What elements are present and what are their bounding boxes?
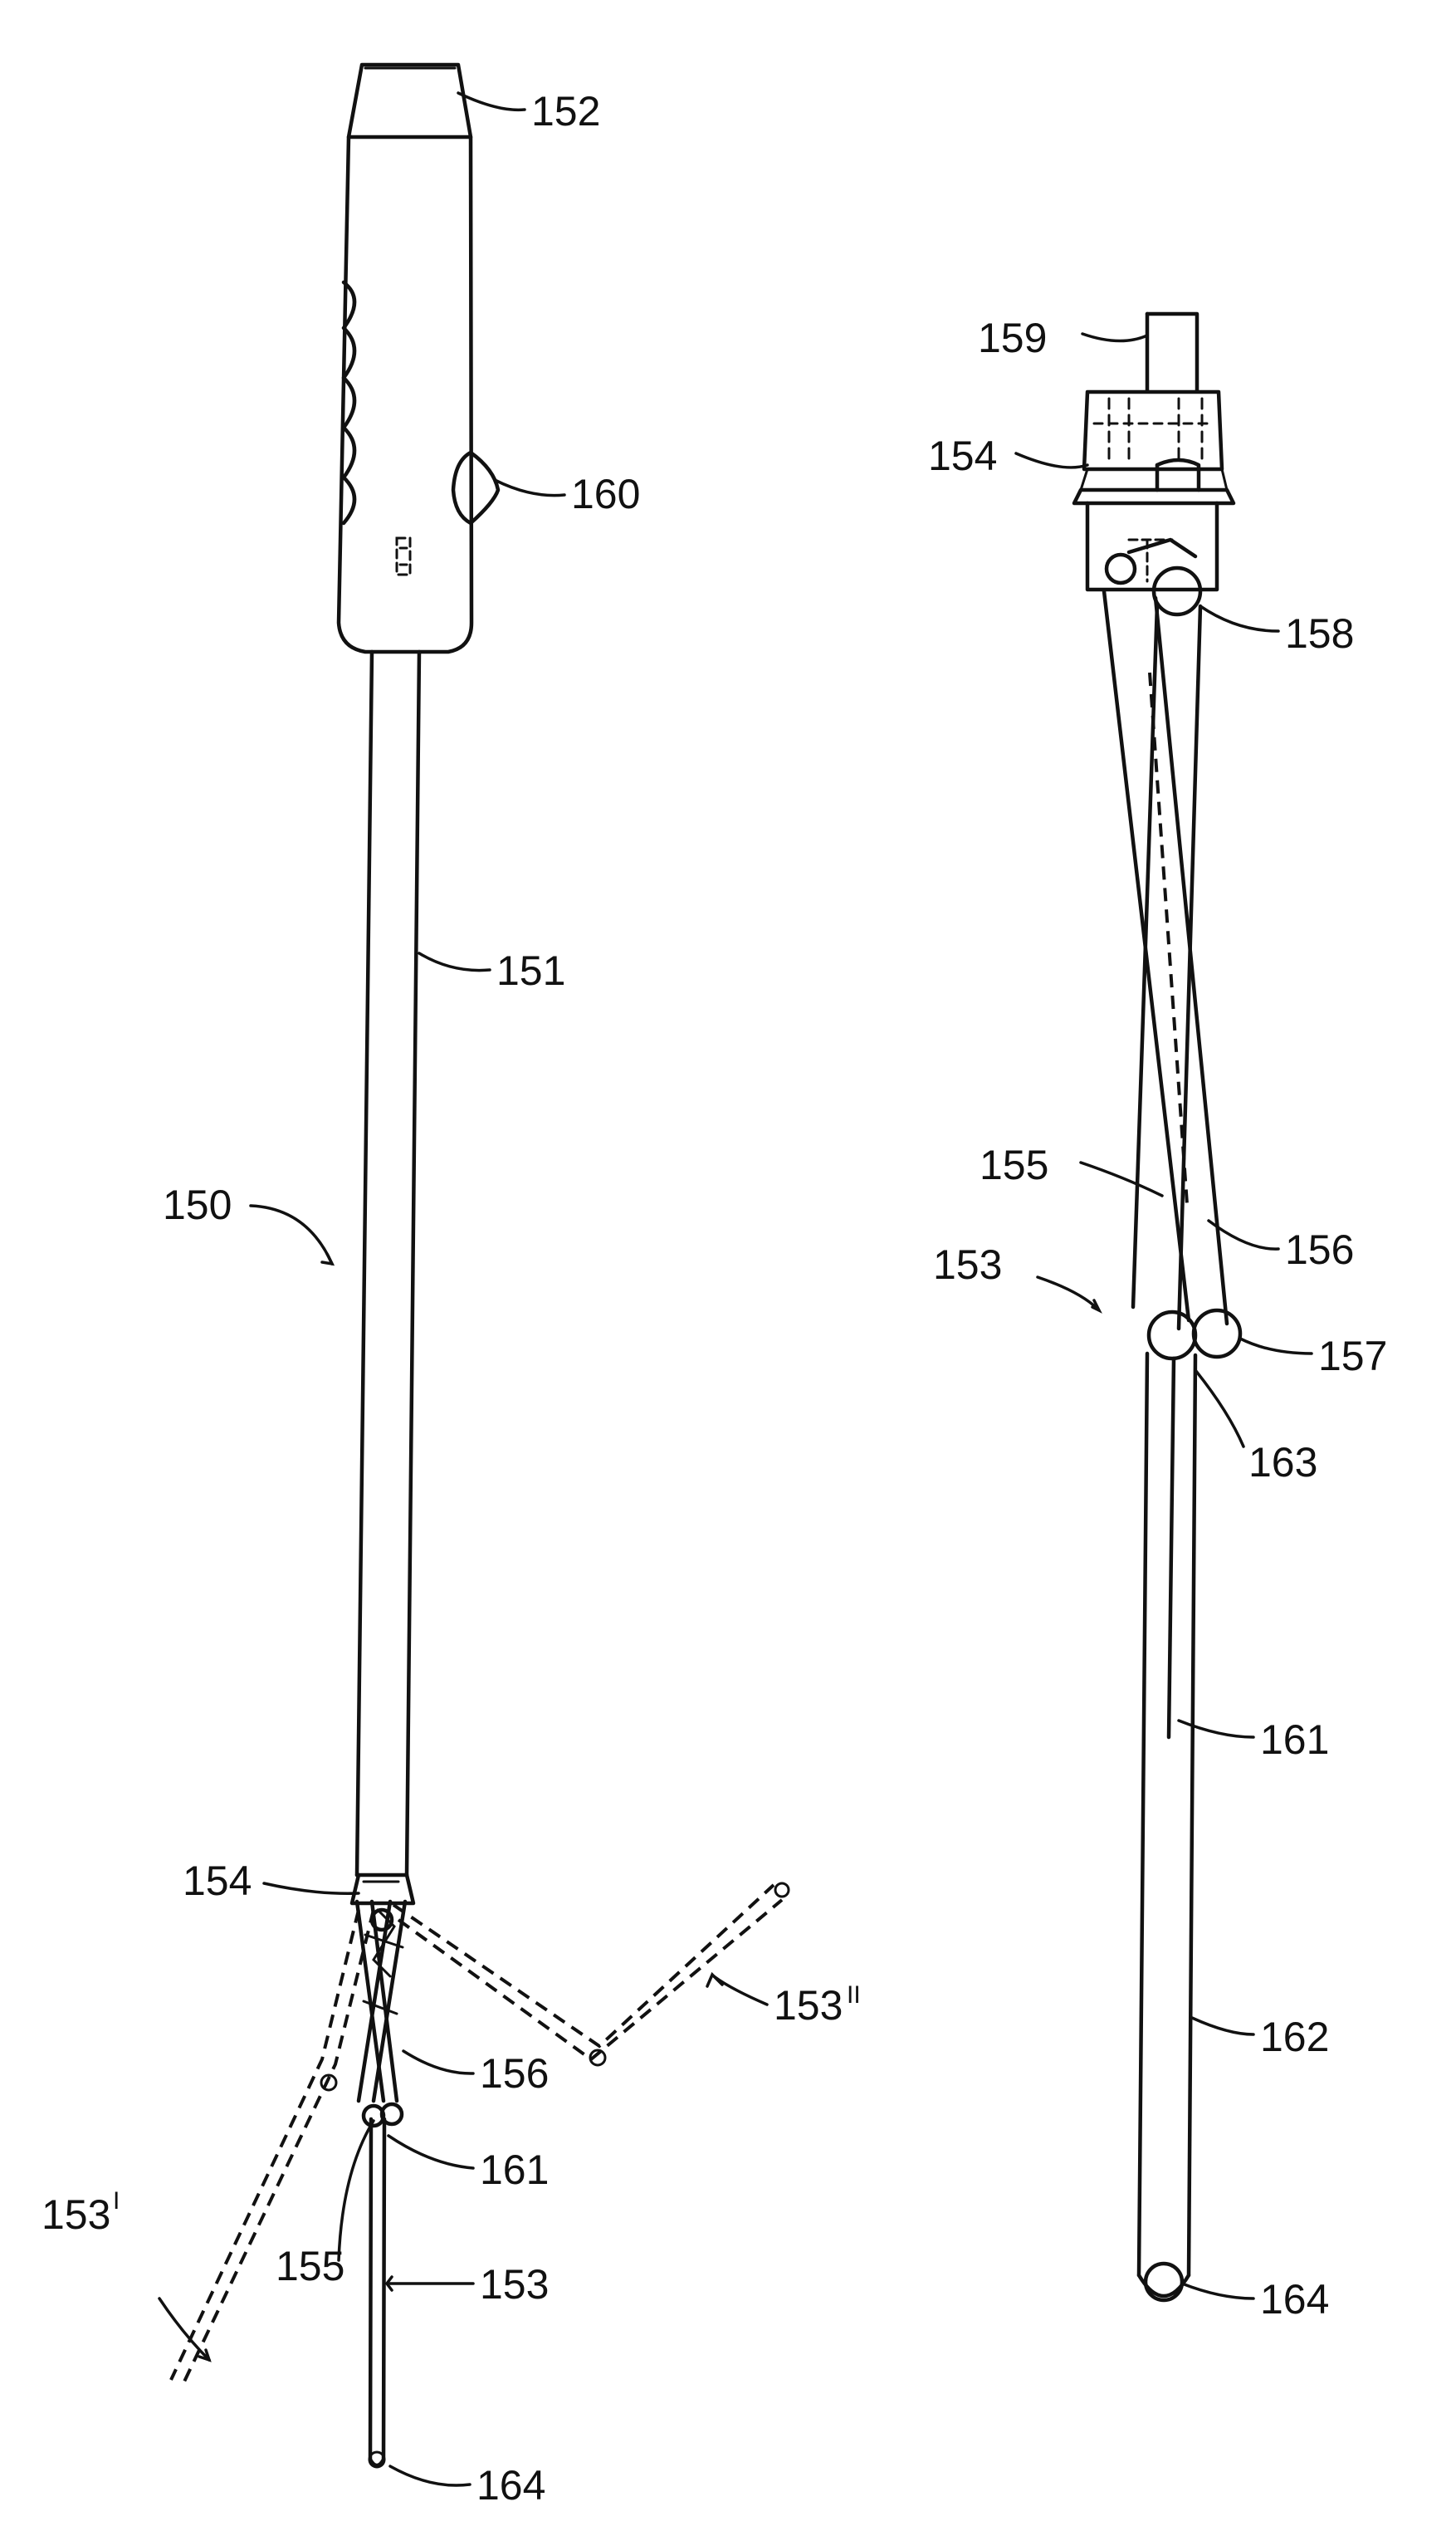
label-163: 163 (1248, 1439, 1317, 1486)
label-153-prime-mark: I (113, 2187, 120, 2215)
label-154-right: 154 (928, 433, 997, 479)
label-153-right: 153 (933, 1241, 1002, 1288)
pivot-pin-157-left (1149, 1312, 1195, 1359)
collar-nut (1074, 392, 1234, 503)
actuator-button (453, 453, 498, 523)
handle-cap (349, 65, 471, 137)
handle-body (339, 137, 471, 652)
rod (1147, 314, 1197, 390)
tip-arms (357, 1902, 405, 2126)
label-155-left: 155 (276, 2243, 344, 2289)
label-159: 159 (978, 315, 1047, 361)
label-152: 152 (531, 88, 600, 135)
label-156-left: 156 (480, 2050, 549, 2097)
label-155-right: 155 (980, 1142, 1048, 1188)
crossing-links (1104, 591, 1227, 1329)
shaft (357, 652, 419, 1875)
label-156-right: 156 (1285, 1226, 1354, 1273)
label-161-left: 161 (480, 2147, 549, 2193)
label-158: 158 (1285, 610, 1354, 657)
label-161-right: 161 (1260, 1716, 1329, 1763)
jaw-alternate-position-one (171, 1910, 374, 2382)
label-154-left: 154 (183, 1858, 252, 1904)
label-157: 157 (1318, 1333, 1387, 1379)
label-151: 151 (496, 947, 565, 994)
label-160: 160 (571, 471, 640, 517)
straight-jaw (369, 2119, 384, 2467)
label-150: 150 (163, 1182, 232, 1228)
instrument-left (171, 65, 789, 2467)
label-153-double-prime-mark: II (847, 1981, 861, 2009)
jaw-alternate-position-two (393, 1883, 789, 2065)
pivot-pin-157-right (1194, 1310, 1240, 1357)
label-162: 162 (1260, 2014, 1329, 2060)
label-153-left: 153 (480, 2261, 549, 2308)
jaw-body (1139, 1354, 1195, 2300)
label-164-right: 164 (1260, 2276, 1329, 2323)
label-153-prime: 153 (42, 2191, 110, 2238)
label-164-left: 164 (476, 2462, 545, 2509)
label-153-double-prime: 153 (774, 1982, 843, 2029)
tip-collar (352, 1875, 413, 1903)
instrument-right (1074, 314, 1240, 2300)
